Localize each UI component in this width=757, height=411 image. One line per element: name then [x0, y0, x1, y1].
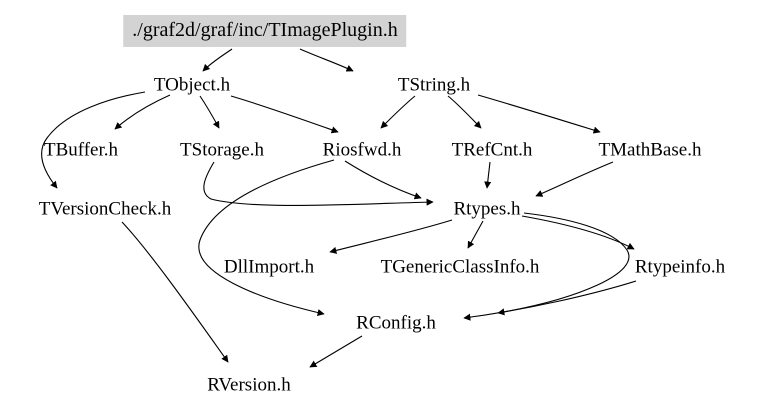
node-tstring[interactable]: TString.h — [397, 74, 471, 96]
node-tobject[interactable]: TObject.h — [153, 74, 231, 96]
edge-root-tstring — [299, 48, 354, 72]
node-rconfig[interactable]: RConfig.h — [356, 312, 436, 334]
edge-tstring-riosfwd — [380, 95, 416, 129]
edge-rtypes-rconfig — [497, 212, 630, 316]
node-dllimport[interactable]: DllImport.h — [223, 256, 315, 278]
node-rtypeinfo[interactable]: Rtypeinfo.h — [634, 256, 726, 278]
edge-tobject-tbuffer — [114, 94, 171, 130]
edge-tversion-rversion — [121, 221, 229, 363]
edge-tstring-trefcnt — [447, 95, 482, 129]
edge-rtypes-dllimport — [329, 219, 453, 254]
node-riosfwd[interactable]: Riosfwd.h — [322, 139, 402, 161]
edge-tobject-tversion — [41, 91, 146, 189]
edge-rconfig-rversion — [309, 335, 363, 368]
node-rversion[interactable]: RVersion.h — [207, 374, 291, 396]
node-rtypes[interactable]: Rtypes.h — [453, 198, 521, 220]
node-trefcnt[interactable]: TRefCnt.h — [451, 139, 533, 161]
edge-tstring-tmathbase — [477, 94, 601, 134]
edge-rtypes-tgeneric — [467, 220, 484, 249]
node-tbuffer[interactable]: TBuffer.h — [43, 139, 119, 161]
edge-tobject-tstorage — [199, 95, 220, 129]
edge-rtypes-rtypeinfo — [521, 215, 635, 250]
edge-riosfwd-rconfig — [198, 159, 335, 317]
node-root[interactable]: ./graf2d/graf/inc/TImagePlugin.h — [123, 15, 407, 47]
node-tversioncheck[interactable]: TVersionCheck.h — [38, 198, 172, 220]
node-tmathbase[interactable]: TMathBase.h — [598, 139, 702, 161]
edge-tobject-riosfwd — [230, 95, 339, 134]
edge-root-tobject — [202, 48, 233, 72]
node-tstorage[interactable]: TStorage.h — [180, 139, 264, 161]
edge-tmathbase-rtypes — [535, 161, 614, 197]
edge-trefcnt-rtypes — [484, 161, 492, 189]
edge-rtypeinfo-rconfig — [463, 280, 637, 321]
node-tgenericclassinfo[interactable]: TGenericClassInfo.h — [380, 256, 540, 278]
edge-riosfwd-rtypes — [344, 160, 422, 200]
edge-tstorage-rtypes — [203, 161, 434, 206]
